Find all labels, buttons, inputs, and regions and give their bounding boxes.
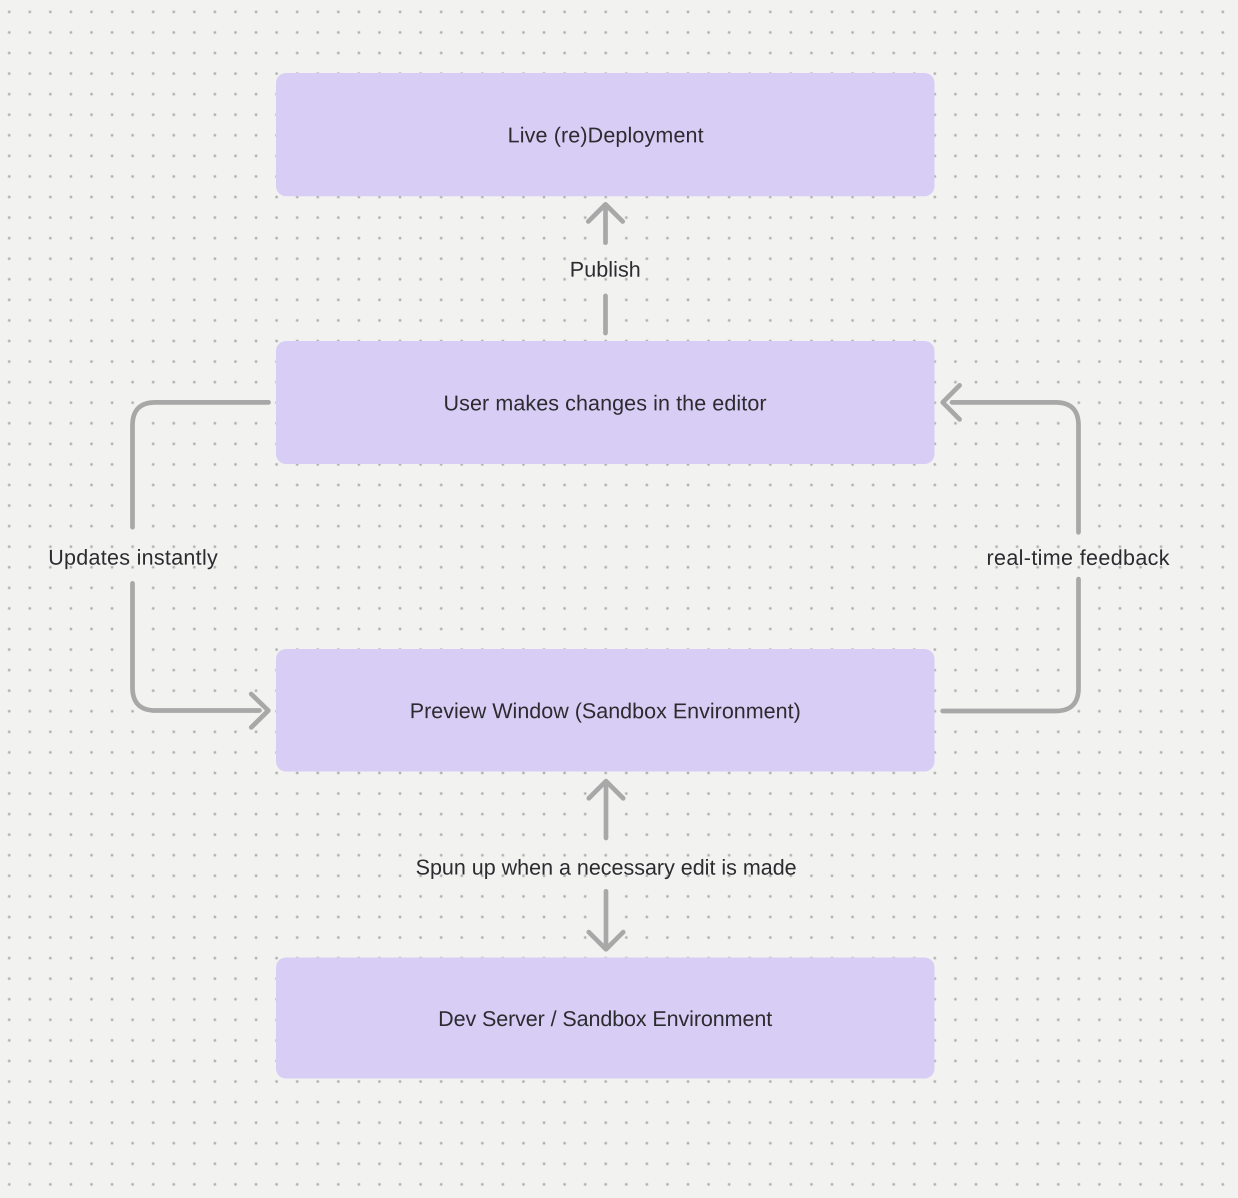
svg-text:Live (re)Deployment: Live (re)Deployment (508, 123, 704, 147)
svg-text:Spun up when a necessary edit: Spun up when a necessary edit is made (416, 856, 797, 880)
svg-text:User makes changes in the edit: User makes changes in the editor (444, 391, 767, 415)
svg-text:Publish: Publish (570, 258, 641, 282)
svg-text:real-time feedback: real-time feedback (987, 546, 1170, 570)
svg-text:Preview Window (Sandbox Enviro: Preview Window (Sandbox Environment) (410, 699, 801, 723)
svg-text:Updates instantly: Updates instantly (48, 546, 218, 570)
svg-text:Dev Server / Sandbox Environme: Dev Server / Sandbox Environment (438, 1007, 772, 1031)
